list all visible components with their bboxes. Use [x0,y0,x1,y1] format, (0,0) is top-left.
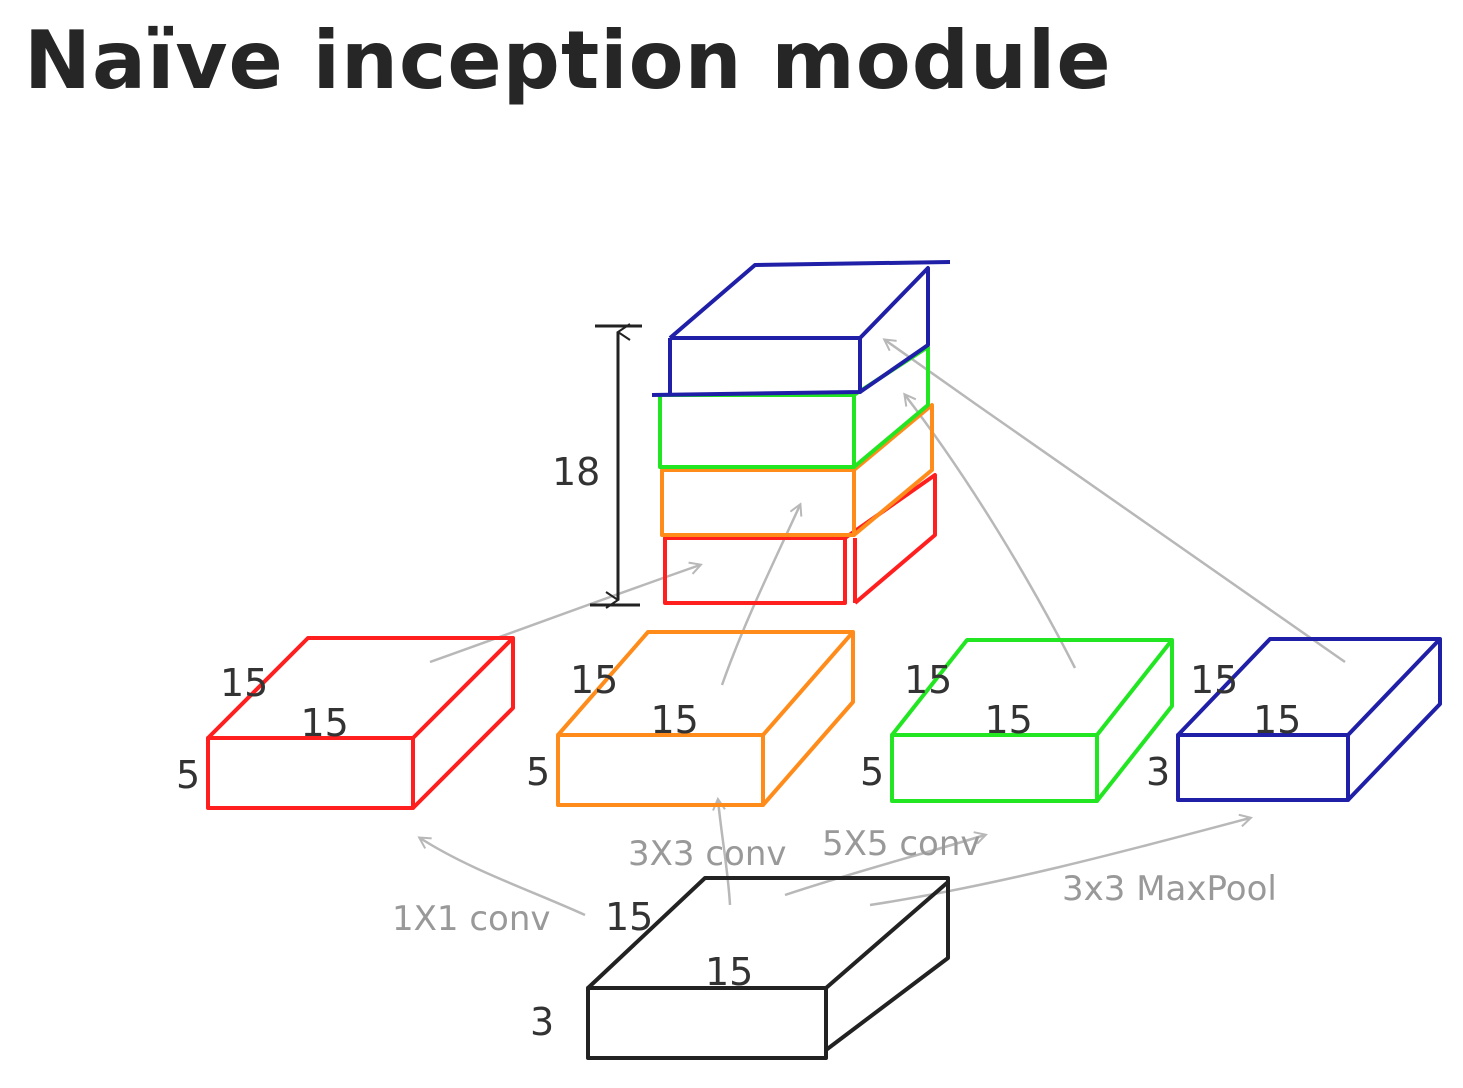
input-volume [586,876,950,1060]
arrow-red-to-stack [429,565,700,664]
stack-height-label: 18 [552,450,600,494]
branch-5x5-conv-front-label: 15 [985,698,1033,742]
input-front-label: 15 [705,950,753,994]
branch-maxpool-top-label: 15 [1190,658,1238,702]
page-title: Naïve inception module [24,14,1112,107]
branch-3x3-conv-side-label: 5 [526,750,550,794]
branch-maxpool-front-label: 15 [1253,698,1301,742]
stack-height-dimension [590,323,642,609]
branch-volume-maxpool [1176,637,1442,802]
branch-volume-5x5-conv [890,638,1174,803]
branch-volume-1x1-conv [206,636,515,810]
arrow-3x3-conv [718,800,732,906]
branch-outputs: 15 15 5 15 15 5 15 15 5 15 15 3 [176,630,1442,810]
stack-layer-red [663,473,937,605]
input-top-label: 15 [605,895,653,939]
op-label-1x1-conv: 1X1 conv [392,899,551,939]
arrow-5x5-conv [784,835,985,897]
branch-1x1-conv-top-label: 15 [220,661,268,705]
branch-1x1-conv-side-label: 5 [176,753,200,797]
op-label-5x5-conv: 5X5 conv [822,824,981,864]
arrow-maxpool [869,818,1250,907]
branch-maxpool-side-label: 3 [1146,750,1170,794]
branch-1x1-conv-front-label: 15 [301,701,349,745]
arrow-blue-to-stack [885,340,1346,664]
branch-3x3-conv-front-label: 15 [651,698,699,742]
stack-layer-green [658,345,930,469]
op-label-3x3-conv: 3X3 conv [628,834,787,874]
branch-3x3-conv-top-label: 15 [570,658,618,702]
stack-layer-orange [660,403,934,537]
branch-5x5-conv-top-label: 15 [904,658,952,702]
output-stack [651,260,951,605]
input-side-label: 3 [530,1000,554,1044]
stack-layer-blue [651,260,951,397]
branch-volume-3x3-conv [556,630,855,807]
op-label-maxpool: 3x3 MaxPool [1062,869,1277,909]
arrow-orange-to-stack [720,505,800,686]
branch-5x5-conv-side-label: 5 [860,750,884,794]
arrow-green-to-stack [905,395,1077,669]
operation-arrows [420,340,1346,917]
arrow-1x1-conv [420,838,586,917]
